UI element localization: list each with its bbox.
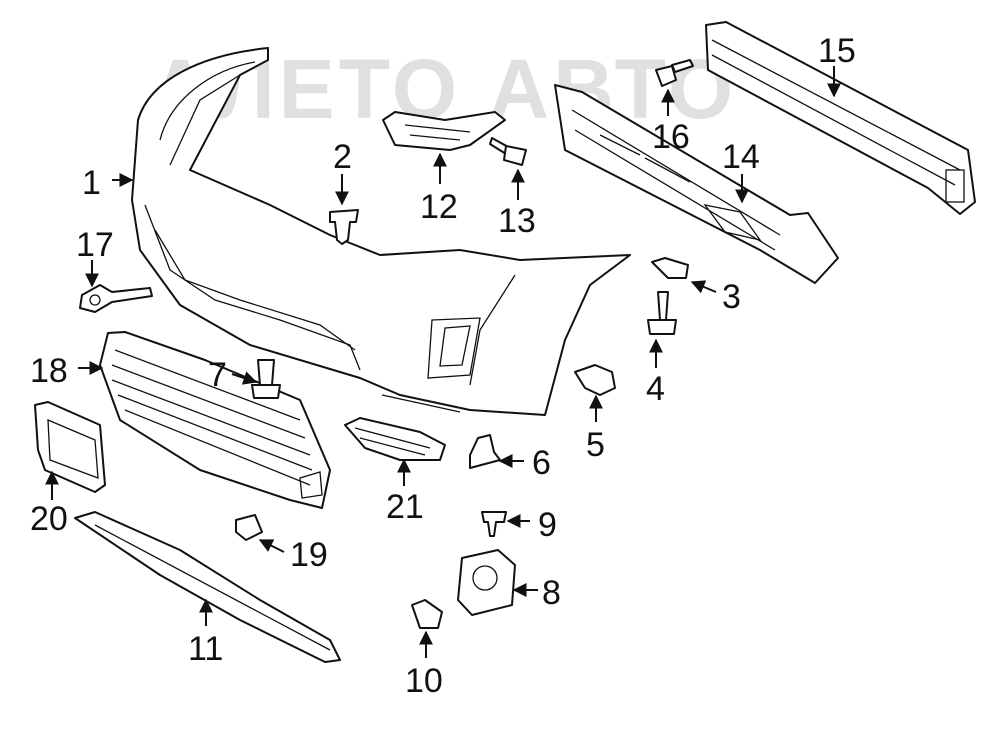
part-8-fog-bezel xyxy=(457,549,516,616)
part-17-tow-hook xyxy=(79,284,153,313)
part-13-bolt xyxy=(489,137,527,166)
callout-18: 18 xyxy=(30,352,68,390)
callout-3: 3 xyxy=(722,278,741,316)
part-7-bolt xyxy=(251,359,281,399)
part-10-cover xyxy=(411,599,443,629)
leader-7 xyxy=(231,371,258,385)
part-2-clip xyxy=(329,209,359,245)
callout-16: 16 xyxy=(652,118,690,156)
part-14-energy-absorber xyxy=(554,84,839,284)
callout-9: 9 xyxy=(538,506,557,544)
part-3-clip xyxy=(651,257,689,279)
callout-1: 1 xyxy=(82,164,101,202)
callout-13: 13 xyxy=(498,202,536,240)
leader-19 xyxy=(258,539,285,553)
callout-5: 5 xyxy=(586,426,605,464)
part-18-lower-grille xyxy=(99,331,331,509)
callout-11: 11 xyxy=(188,630,223,668)
callout-2: 2 xyxy=(333,138,352,176)
part-15-bumper-reinforcement xyxy=(705,21,976,215)
part-12-bracket xyxy=(382,111,506,151)
part-21-cover xyxy=(344,417,446,461)
callout-14: 14 xyxy=(722,138,760,176)
part-5-clip xyxy=(574,364,616,396)
callout-12: 12 xyxy=(420,188,458,226)
callout-21: 21 xyxy=(386,488,424,526)
part-11-lower-spoiler xyxy=(74,511,341,663)
callout-7: 7 xyxy=(208,356,227,394)
callout-8: 8 xyxy=(542,574,561,612)
callout-15: 15 xyxy=(818,32,856,70)
leader-3 xyxy=(690,280,717,294)
part-1-bumper-cover xyxy=(131,47,631,416)
part-19-cap xyxy=(235,514,263,541)
part-6-clip xyxy=(469,434,501,469)
callout-4: 4 xyxy=(646,370,665,408)
part-16-bolt xyxy=(655,59,694,87)
callout-17: 17 xyxy=(76,226,114,264)
callout-10: 10 xyxy=(405,662,443,700)
callout-20: 20 xyxy=(30,500,68,538)
part-20-license-bracket xyxy=(34,401,106,493)
leader-lines xyxy=(45,66,841,658)
part-9-clip xyxy=(481,511,507,537)
callout-6: 6 xyxy=(532,444,551,482)
callout-labels: 1 2 3 4 5 6 7 8 9 10 11 12 13 14 15 16 1… xyxy=(30,32,856,700)
callout-19: 19 xyxy=(290,536,328,574)
part-4-bolt xyxy=(647,291,677,335)
